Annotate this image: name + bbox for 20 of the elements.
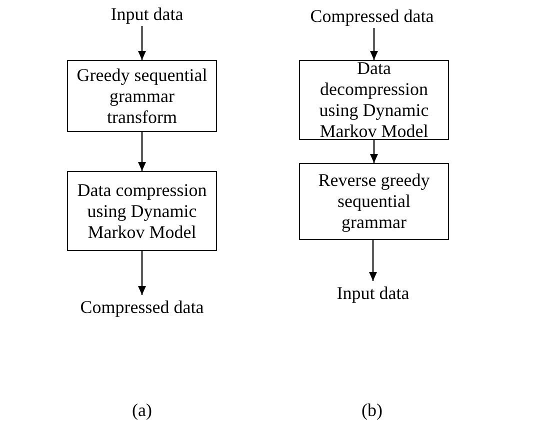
arrow: [369, 240, 377, 281]
process-box: [299, 163, 449, 240]
panel-label: (b): [362, 400, 382, 421]
arrow: [138, 132, 146, 171]
panel-label: (a): [132, 400, 152, 421]
box-text: Data decompression using Dynamic Markov Model: [318, 58, 430, 142]
flow-text: Input data: [92, 2, 202, 26]
flow-text: Compressed data: [72, 295, 212, 319]
flow-text: Input data: [323, 281, 423, 305]
arrow: [370, 140, 378, 163]
process-box: [67, 60, 217, 132]
process-box: [67, 171, 217, 251]
process-box: [299, 60, 449, 140]
box-text: Data compression using Dynamic Markov Model: [76, 180, 208, 242]
box-text: Greedy sequential grammar transform: [76, 64, 208, 128]
flow-text: Compressed data: [302, 4, 442, 28]
arrow: [370, 28, 378, 60]
arrow: [138, 26, 146, 60]
arrow: [138, 251, 146, 295]
box-text: Reverse greedy sequential grammar: [317, 170, 431, 233]
